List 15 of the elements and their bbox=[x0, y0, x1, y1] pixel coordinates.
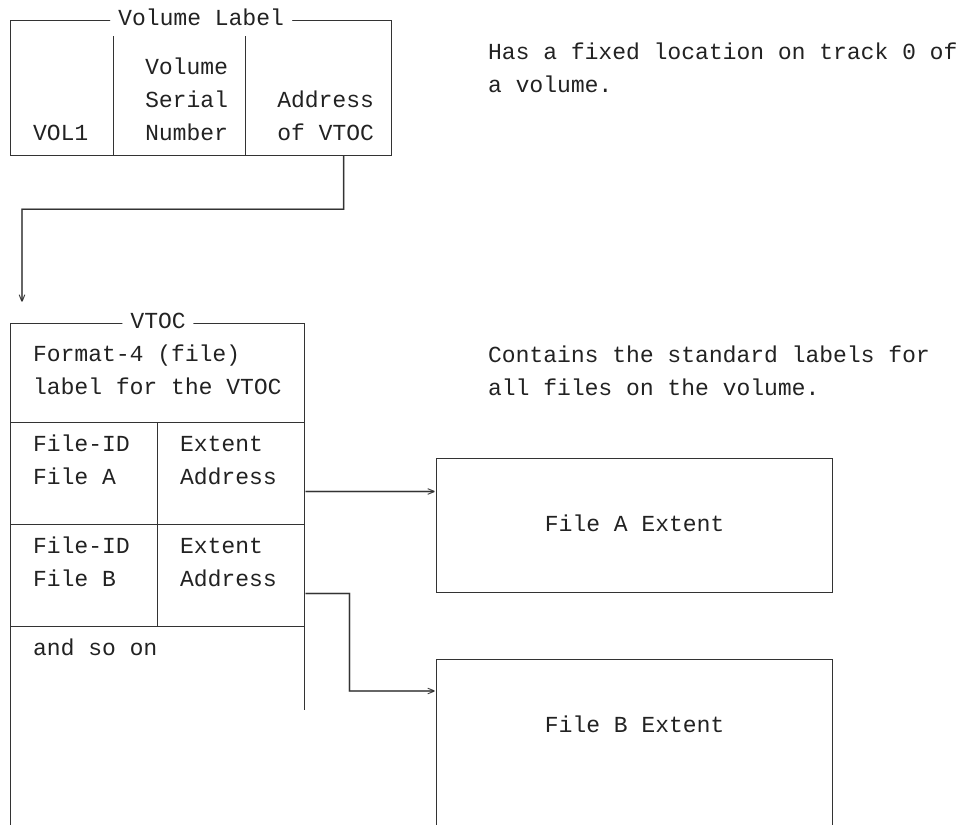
connector-arrow bbox=[306, 592, 436, 694]
field-cell: Extent Address bbox=[158, 525, 305, 627]
note-text: Contains the standard labels for all files on the volume. bbox=[488, 342, 931, 404]
field-cell: File-ID File A bbox=[11, 423, 158, 525]
field-cell: VOL1 bbox=[11, 36, 114, 155]
extent-box: File B Extent bbox=[436, 659, 833, 825]
field-cell: File-ID File B bbox=[11, 525, 158, 627]
field-cell: and so on bbox=[11, 627, 305, 710]
field-cell: Extent Address bbox=[158, 423, 305, 525]
field-cell: Address of VTOC bbox=[246, 36, 391, 155]
connector-arrow bbox=[18, 156, 344, 302]
extent-box: File A Extent bbox=[436, 458, 833, 593]
field-cell: Volume Serial Number bbox=[114, 36, 246, 155]
note-text: Has a fixed location on track 0 of a volume. bbox=[488, 39, 958, 101]
connector-arrow bbox=[306, 488, 436, 495]
